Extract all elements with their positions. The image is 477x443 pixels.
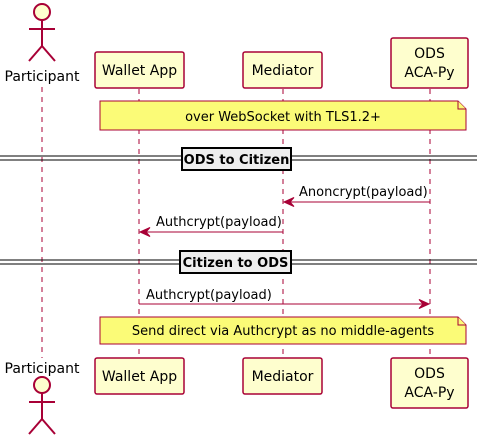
note-websocket: over WebSocket with TLS1.2+	[99, 100, 467, 131]
mediator-label-bottom: Mediator	[252, 369, 314, 385]
ods-label-line2-bottom: ACA-Py	[404, 385, 454, 401]
wallet-app-label-bottom: Wallet App	[102, 369, 177, 385]
arrowhead-left-icon	[282, 197, 295, 207]
wallet-app-label-top: Wallet App	[102, 63, 177, 79]
note-websocket-text: over WebSocket with TLS1.2+	[185, 110, 381, 125]
arrowhead-left-icon	[138, 227, 151, 237]
mediator-label-top: Mediator	[252, 63, 314, 79]
arrowhead-right-icon	[418, 299, 431, 309]
participant-actor-icon-bottom	[28, 376, 56, 435]
divider-citizen-to-ods-label: Citizen to ODS	[183, 256, 289, 271]
message-authcrypt-to-wallet: Authcrypt(payload)	[138, 215, 283, 237]
message-authcrypt-to-ods: Authcrypt(payload)	[139, 288, 431, 309]
ods-label-line1-bottom: ODS	[414, 366, 445, 382]
ods-box-bottom: ODS ACA-Py	[390, 357, 469, 409]
wallet-app-box-top: Wallet App	[94, 51, 185, 89]
participant-label-bottom: Participant	[5, 361, 80, 377]
ods-label-line2-top: ACA-Py	[404, 65, 454, 81]
participant-actor-icon-top	[28, 3, 56, 62]
divider-citizen-to-ods: Citizen to ODS	[0, 250, 477, 274]
message-anoncrypt: Anoncrypt(payload)	[282, 185, 430, 207]
note-send-direct-text: Send direct via Authcrypt as no middle-a…	[132, 324, 435, 339]
mediator-box-top: Mediator	[242, 51, 323, 89]
ods-box-top: ODS ACA-Py	[390, 37, 469, 89]
note-send-direct: Send direct via Authcrypt as no middle-a…	[99, 316, 467, 345]
mediator-box-bottom: Mediator	[242, 357, 323, 395]
message-authcrypt-to-ods-label: Authcrypt(payload)	[146, 288, 272, 303]
ods-label-line1-top: ODS	[414, 46, 445, 62]
message-anoncrypt-label: Anoncrypt(payload)	[299, 185, 428, 200]
participant-label-top: Participant	[5, 69, 80, 85]
wallet-app-box-bottom: Wallet App	[94, 357, 185, 395]
divider-ods-to-citizen-label: ODS to Citizen	[184, 153, 290, 168]
message-authcrypt-to-wallet-label: Authcrypt(payload)	[156, 215, 282, 230]
divider-ods-to-citizen: ODS to Citizen	[0, 147, 477, 171]
